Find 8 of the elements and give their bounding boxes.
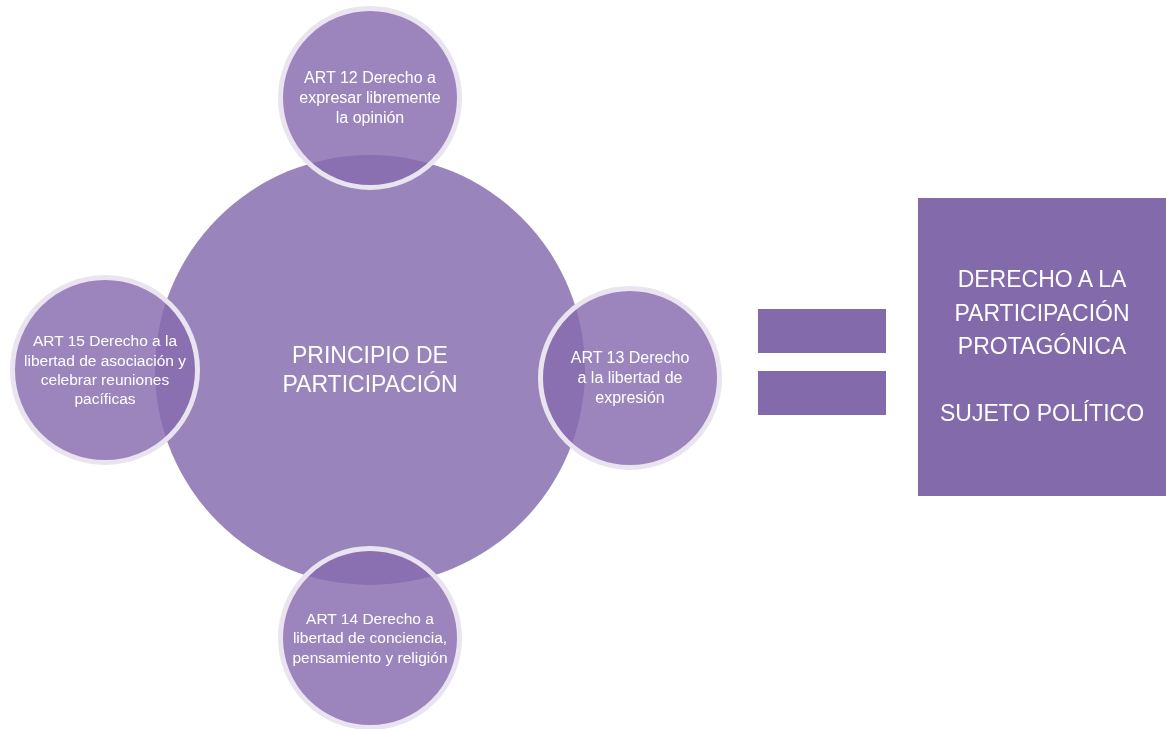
node-text: PRINCIPIO DE PARTICIPACIÓN: [281, 341, 459, 399]
node-text: SUJETO POLÍTICO: [939, 399, 1145, 429]
node-text: ART 15 Derecho a la libertad de asociación y celebrar reuniones pacíficas: [23, 331, 187, 409]
result-box: [918, 198, 1166, 496]
node-text: ART 12 Derecho a expresar libremente la opinión: [298, 68, 442, 128]
node-text: ART 14 Derecho a libertad de conciencia, pensamiento y religión: [291, 608, 449, 668]
node-text: DERECHO A LA PARTICIPACIÓN PROTAGÓNICA: [953, 265, 1131, 361]
node-text: ART 13 Derecho a la libertad de expresión: [570, 348, 690, 408]
